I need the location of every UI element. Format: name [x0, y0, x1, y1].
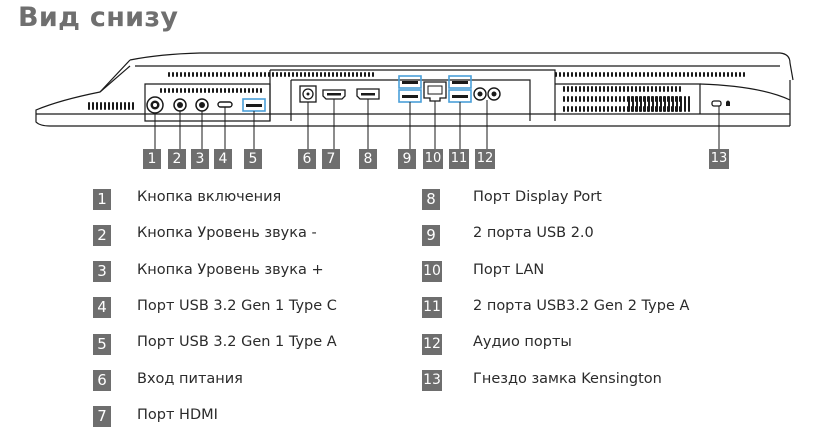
legend-label: 2 порта USB3.2 Gen 2 Type A [473, 297, 690, 314]
volume-down-button-icon [173, 98, 187, 112]
legend-number: 8 [422, 188, 440, 210]
callout-badge-5: 5 [244, 149, 262, 169]
device-top-edge [129, 52, 794, 81]
callout-badge-6: 6 [298, 149, 316, 169]
volume-up-button-icon [195, 98, 209, 112]
displayport-port-icon [356, 88, 380, 100]
legend-item: 4 Порт USB 3.2 Gen 1 Type C [93, 297, 337, 319]
callout-badge-7: 7 [322, 149, 340, 169]
power-input-port-icon [299, 85, 317, 103]
legend-item: 1 Кнопка включения [93, 188, 281, 210]
callout-badge-10: 10 [423, 149, 443, 169]
legend-label: Гнездо замка Kensington [473, 370, 662, 387]
legend-number: 2 [93, 224, 111, 246]
legend-item: 9 2 порта USB 2.0 [422, 224, 594, 246]
callout-badge-1: 1 [143, 149, 161, 169]
audio-ports-icon [473, 87, 501, 101]
page-title: Вид снизу [18, 2, 179, 33]
callout-badge-3: 3 [191, 149, 209, 169]
legend-label: Порт LAN [473, 261, 545, 278]
legend-number: 11 [422, 297, 442, 319]
legend-label: 2 порта USB 2.0 [473, 225, 594, 242]
legend-number: 5 [93, 333, 111, 355]
legend-item: 3 Кнопка Уровень звука + [93, 261, 324, 283]
legend-item: 11 2 порта USB3.2 Gen 2 Type A [422, 297, 689, 319]
legend-label: Аудио порты [473, 334, 572, 351]
callout-badge-11: 11 [449, 149, 469, 169]
callout-badge-9: 9 [398, 149, 416, 169]
lan-port-icon [423, 81, 447, 102]
legend-number: 7 [93, 406, 111, 428]
legend-number: 13 [422, 370, 442, 391]
legend-item: 2 Кнопка Уровень звука - [93, 224, 317, 246]
callout-badge-8: 8 [359, 149, 377, 169]
legend-number: 6 [93, 370, 111, 391]
legend-number: 4 [93, 297, 111, 319]
legend-item: 10 Порт LAN [422, 261, 544, 283]
legend-label: Кнопка включения [137, 189, 282, 205]
legend-label: Кнопка Уровень звука - [137, 225, 317, 242]
legend-label: Кнопка Уровень звука + [137, 261, 324, 278]
legend-item: 13 Гнездо замка Kensington [422, 370, 662, 392]
vent-slots-left [88, 102, 134, 110]
kensington-lock-icon [711, 100, 730, 107]
legend-label: Вход питания [137, 370, 243, 387]
vent-slots-top [160, 72, 745, 93]
legend-number: 1 [93, 188, 111, 210]
callout-badge-4: 4 [214, 149, 232, 169]
usb-c-port-icon [217, 101, 233, 108]
usb-a-port-icon [242, 98, 266, 112]
legend-item: 6 Вход питания [93, 370, 243, 392]
vent-slots-right [563, 86, 690, 112]
device-bottom-view [35, 52, 794, 150]
legend-label: Порт USB 3.2 Gen 1 Type A [137, 334, 337, 351]
legend-number: 3 [93, 261, 111, 283]
callout-badge-2: 2 [168, 149, 186, 169]
callout-badge-12: 12 [475, 149, 495, 169]
legend-label: Порт USB 3.2 Gen 1 Type C [137, 297, 337, 314]
legend-item: 8 Порт Display Port [422, 188, 602, 210]
callout-badge-13: 13 [709, 149, 729, 169]
legend-item: 5 Порт USB 3.2 Gen 1 Type A [93, 333, 337, 355]
legend-item: 7 Порт HDMI [93, 406, 218, 428]
legend-number: 10 [422, 261, 442, 283]
legend-number: 9 [422, 224, 440, 246]
legend-label: Порт HDMI [137, 406, 218, 423]
legend-item: 12 Аудио порты [422, 333, 572, 355]
legend-label: Порт Display Port [473, 189, 602, 205]
legend-number: 12 [422, 333, 442, 355]
power-button-icon [146, 96, 164, 114]
hdmi-port-icon [322, 89, 346, 100]
